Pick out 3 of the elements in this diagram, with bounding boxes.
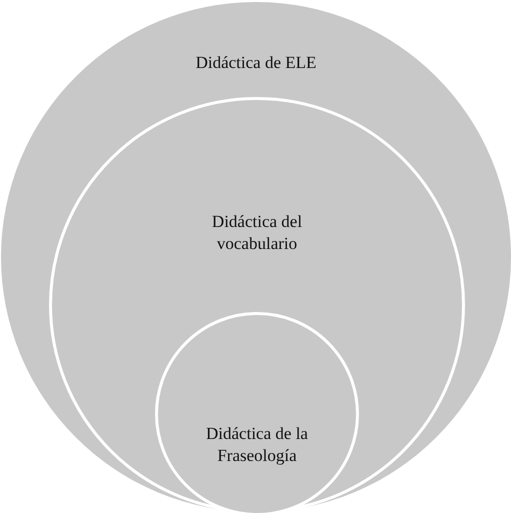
circle-label: Didáctica del vocabulario [210,211,304,255]
circle-label: Didáctica de ELE [196,52,316,74]
circle-label: Didáctica de la Fraseología [205,423,309,467]
